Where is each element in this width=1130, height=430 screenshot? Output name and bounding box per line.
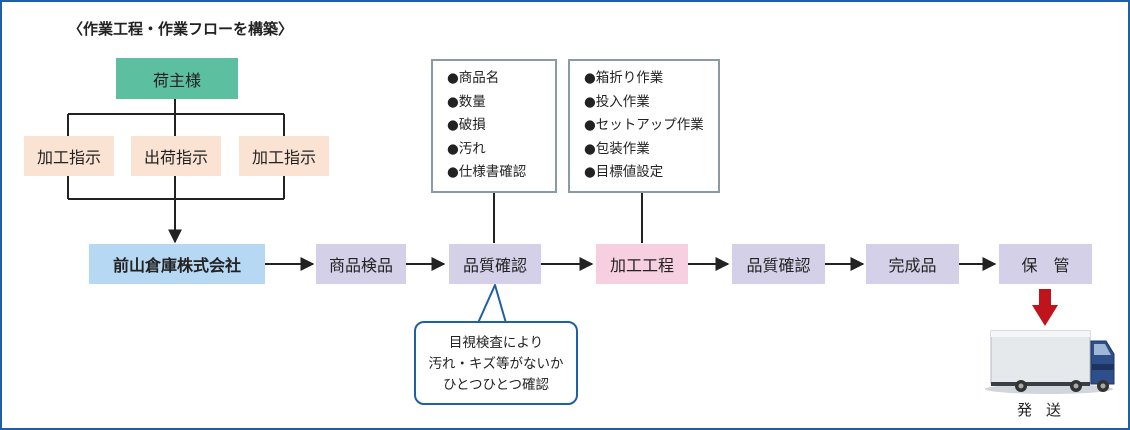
list-item: ●目標値設定 bbox=[584, 164, 664, 180]
callout-line: 汚れ・キズ等がないか bbox=[428, 356, 564, 372]
inspection-callout: 目視検査により 汚れ・キズ等がないか ひとつひとつ確認 bbox=[414, 321, 578, 405]
flow-node-finished-product: 完成品 bbox=[866, 244, 959, 284]
flow-node-storage: 保 管 bbox=[999, 244, 1092, 284]
list-item: ●セットアップ作業 bbox=[584, 117, 704, 133]
shipping-label: 発送 bbox=[1017, 401, 1076, 419]
flow-node-product-inspection: 商品検品 bbox=[316, 244, 406, 284]
flow-node-processing: 加工工程 bbox=[596, 244, 688, 284]
list-item: ●箱折り作業 bbox=[584, 70, 664, 86]
instruction-processing-right: 加工指示 bbox=[239, 136, 329, 176]
instruction-processing-left: 加工指示 bbox=[24, 136, 114, 176]
inspection-items-list: ●商品名 ●数量 ●破損 ●汚れ ●仕様書確認 bbox=[431, 59, 557, 193]
list-item: ●投入作業 bbox=[584, 93, 650, 110]
down-arrow-icon bbox=[1032, 289, 1058, 326]
process-items-list: ●箱折り作業 ●投入作業 ●セットアップ作業 ●包装作業 ●目標値設定 bbox=[568, 59, 720, 193]
list-item: ●破損 bbox=[447, 117, 486, 133]
page-title: 〈作業工程・作業フローを構築〉 bbox=[68, 20, 294, 38]
shipper-node: 荷主様 bbox=[116, 58, 238, 99]
callout-line: ひとつひとつ確認 bbox=[442, 377, 550, 393]
truck-icon bbox=[985, 330, 1115, 394]
flow-node-quality-check-1: 品質確認 bbox=[449, 244, 541, 284]
callout-pointer bbox=[477, 284, 507, 324]
list-item: ●数量 bbox=[447, 93, 486, 110]
list-item: ●仕様書確認 bbox=[447, 164, 527, 180]
list-item: ●商品名 bbox=[447, 70, 500, 86]
flow-node-quality-check-2: 品質確認 bbox=[732, 244, 825, 284]
list-item: ●汚れ bbox=[447, 140, 486, 157]
callout-line: 目視検査により bbox=[448, 335, 544, 351]
instruction-shipping: 出荷指示 bbox=[131, 136, 221, 176]
flow-node-company: 前山倉庫株式会社 bbox=[89, 244, 265, 284]
list-item: ●包装作業 bbox=[584, 140, 650, 157]
